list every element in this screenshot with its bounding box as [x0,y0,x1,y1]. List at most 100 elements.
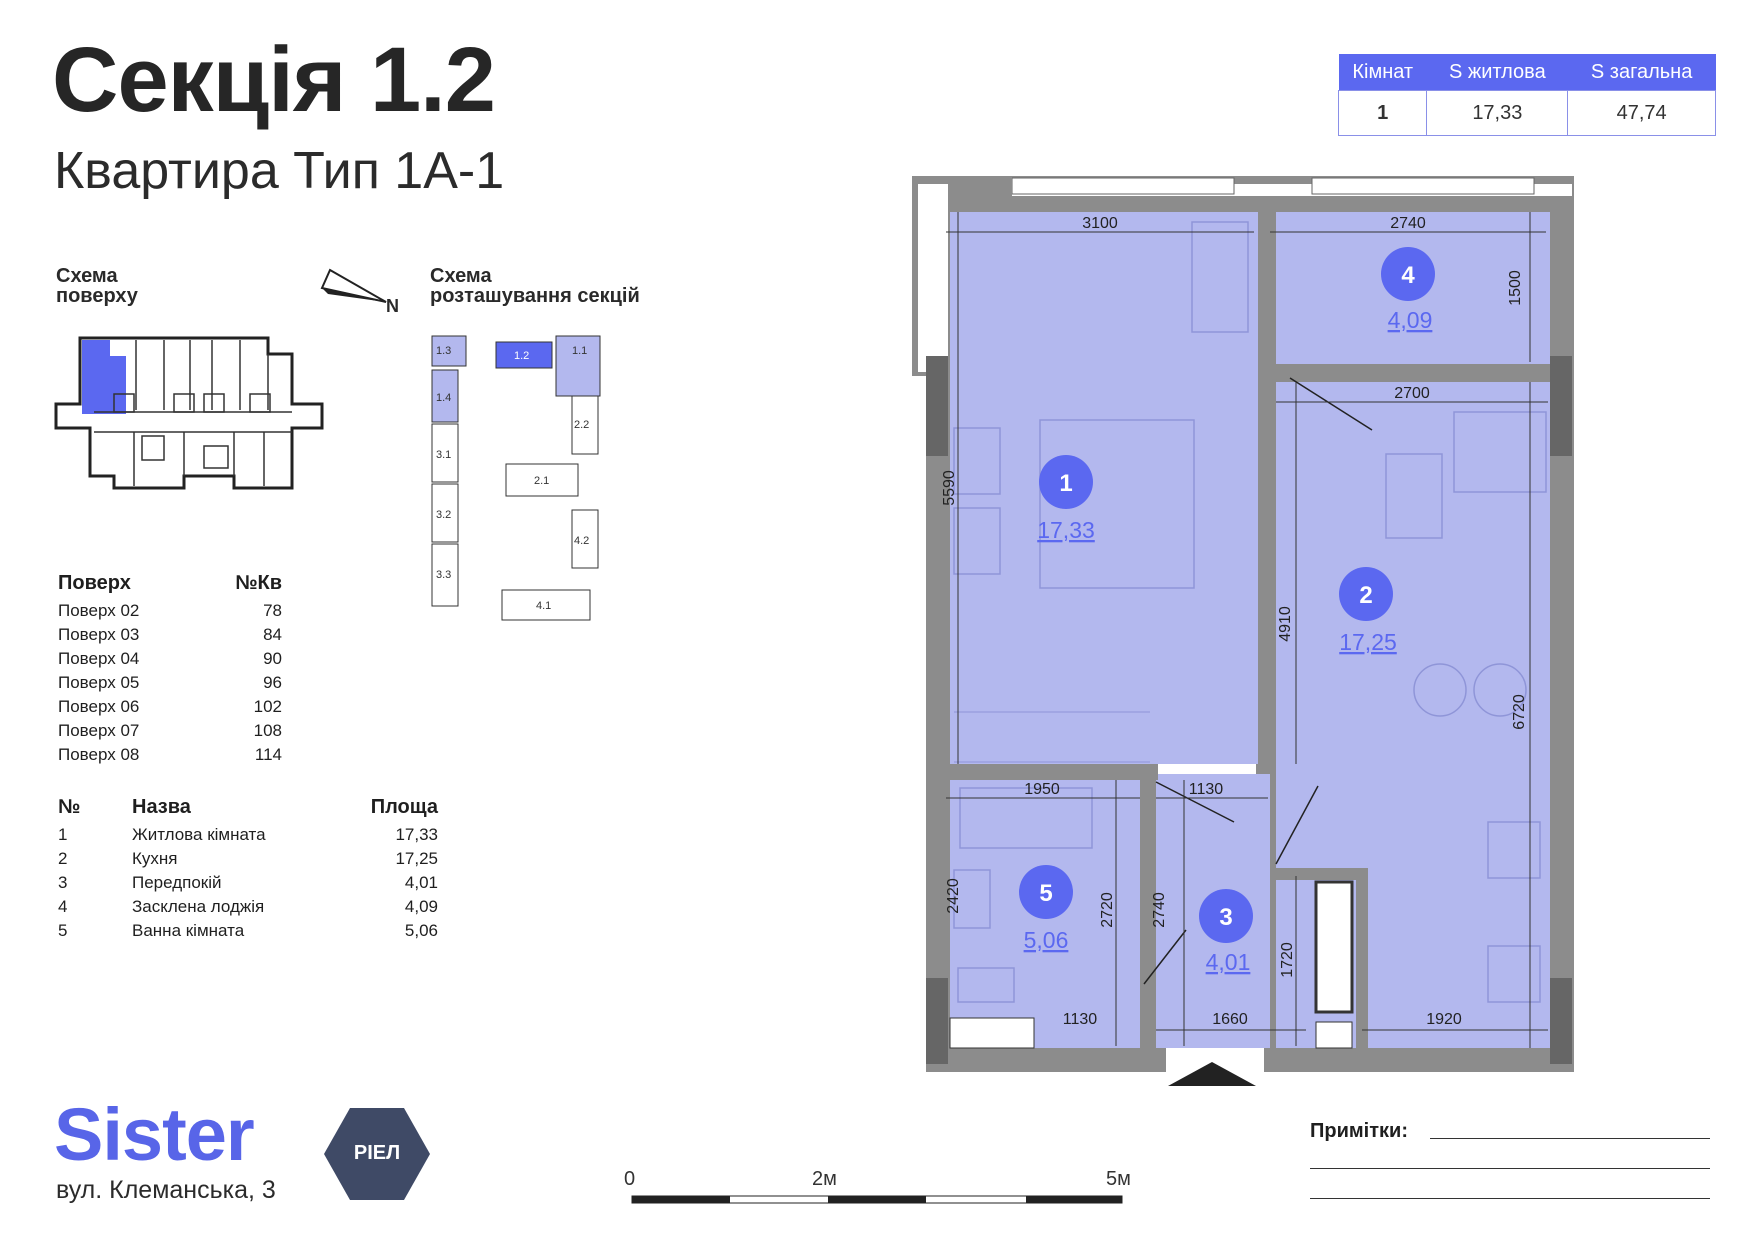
floor-name: Поверх 03 [58,625,140,644]
summary-table: Кімнат S житлова S загальна 1 17,33 47,7… [1337,54,1716,136]
room-number: 2 [1359,582,1372,609]
room-number: 4 [1401,262,1415,289]
room-number: 5 [1039,880,1052,907]
room-area-label: 4,09 [1388,307,1433,333]
rooms-table-header: № Назва Площа [58,796,438,819]
dimension-label: 1920 [1426,1011,1462,1028]
room-badge-4: 4 4,09 [1381,247,1435,333]
summary-living-value: 17,33 [1426,90,1569,136]
floors-header-apt: №Кв [235,572,282,594]
room-area: 17,25 [395,849,438,868]
dimension-label: 2420 [945,878,962,914]
summary-header-rooms: Кімнат [1338,54,1427,91]
room-num: 1 [58,825,68,844]
table-row: Поверх 03 84 [58,623,282,647]
room-badge-circle [1019,865,1073,919]
floor-name: Поверх 07 [58,721,140,740]
room-badge-5: 5 5,06 [1019,865,1073,953]
room-name: Передпокій [132,873,222,892]
room-num: 2 [58,849,68,868]
room-badge-circle [1039,455,1093,509]
entrance-arrow-icon [1168,1062,1256,1086]
scale-bar [630,1170,1130,1215]
room-name: Житлова кімната [132,825,266,844]
room-badge-circle [1381,247,1435,301]
notes-label: Примітки: [1310,1120,1408,1142]
section-label: 1.1 [572,345,587,357]
dimension-labels: 3100 2740 1500 2700 5590 4910 6720 1950 … [941,215,1528,1028]
room-number: 3 [1219,904,1232,931]
room-area: 5,06 [404,921,438,940]
dimension-label: 1660 [1212,1011,1248,1028]
rooms-header-area: Площа [370,796,438,818]
page-title: Секція 1.2 [52,29,496,131]
riel-badge: РІЕЛ [322,1106,432,1207]
room-area-label: 5,06 [1024,927,1069,953]
floor-name: Поверх 06 [58,697,140,716]
room-area: 4,09 [404,897,438,916]
rooms-header-num: № [58,796,81,818]
room-name: Кухня [132,849,178,868]
room-number: 1 [1059,470,1072,497]
section-scheme-drawing: 1.3 1.2 1.1 1.4 2.2 3.1 2.1 3.2 4.2 3.3 … [430,334,610,649]
summary-header-total: S загальна [1567,54,1716,91]
room-name: Ванна кімната [132,921,245,940]
summary-rooms-value: 1 [1337,90,1428,136]
north-arrow-icon [318,268,398,321]
section-scheme-label: Схема розташування секцій [430,266,640,306]
dimension-label: 1500 [1507,270,1524,306]
dimension-label: 3100 [1082,215,1118,232]
badge-hexagon-icon [324,1108,430,1200]
dimension-label: 2740 [1390,215,1426,232]
section-label: 3.3 [436,569,451,581]
page-subtitle: Квартира Тип 1А-1 [54,142,505,200]
scale-label-0: 0 [624,1168,636,1190]
section-label: 2.1 [534,475,549,487]
notes-line [1310,1168,1710,1169]
dimension-label: 2740 [1151,892,1168,928]
section-label-current: 1.2 [514,350,529,362]
apt-number: 114 [254,745,282,764]
room-badge-circle [1339,567,1393,621]
dimension-label: 2700 [1394,385,1430,402]
riel-badge-label: РІЕЛ [353,1142,401,1164]
room-badge-1: 1 17,33 [1037,455,1095,543]
room-num: 3 [58,873,68,892]
room-badge-2: 2 17,25 [1339,567,1397,655]
summary-header-living: S житлова [1426,54,1568,91]
rooms-header-name: Назва [132,796,191,818]
room-badge-circle [1199,889,1253,943]
floor-scheme-drawing [54,336,326,499]
section-label: 2.2 [574,419,589,431]
section-scheme-label-line2: розташування секцій [430,285,640,307]
dimension-label: 5590 [941,470,958,506]
table-row: 2 Кухня 17,25 [58,847,438,871]
summary-total-value: 47,74 [1567,90,1716,136]
dimension-label: 1130 [1189,781,1224,798]
floor-name: Поверх 05 [58,673,140,692]
section-label: 4.1 [536,600,551,612]
scale-label-2m: 2м [812,1168,837,1190]
floor-name: Поверх 04 [58,649,140,668]
floor-name: Поверх 08 [58,745,140,764]
apt-number: 84 [263,625,282,644]
notes-line [1430,1138,1710,1139]
section-label: 4.2 [574,535,589,547]
floor-name: Поверх 02 [58,601,140,620]
brand-logo-text: Sister [54,1093,255,1176]
floor-scheme-label-line2: поверху [56,285,138,307]
room-1-area [950,212,1258,764]
dimension-label: 1720 [1279,942,1296,978]
room-area-label: 17,33 [1037,517,1095,543]
dimension-label: 1950 [1024,781,1060,798]
